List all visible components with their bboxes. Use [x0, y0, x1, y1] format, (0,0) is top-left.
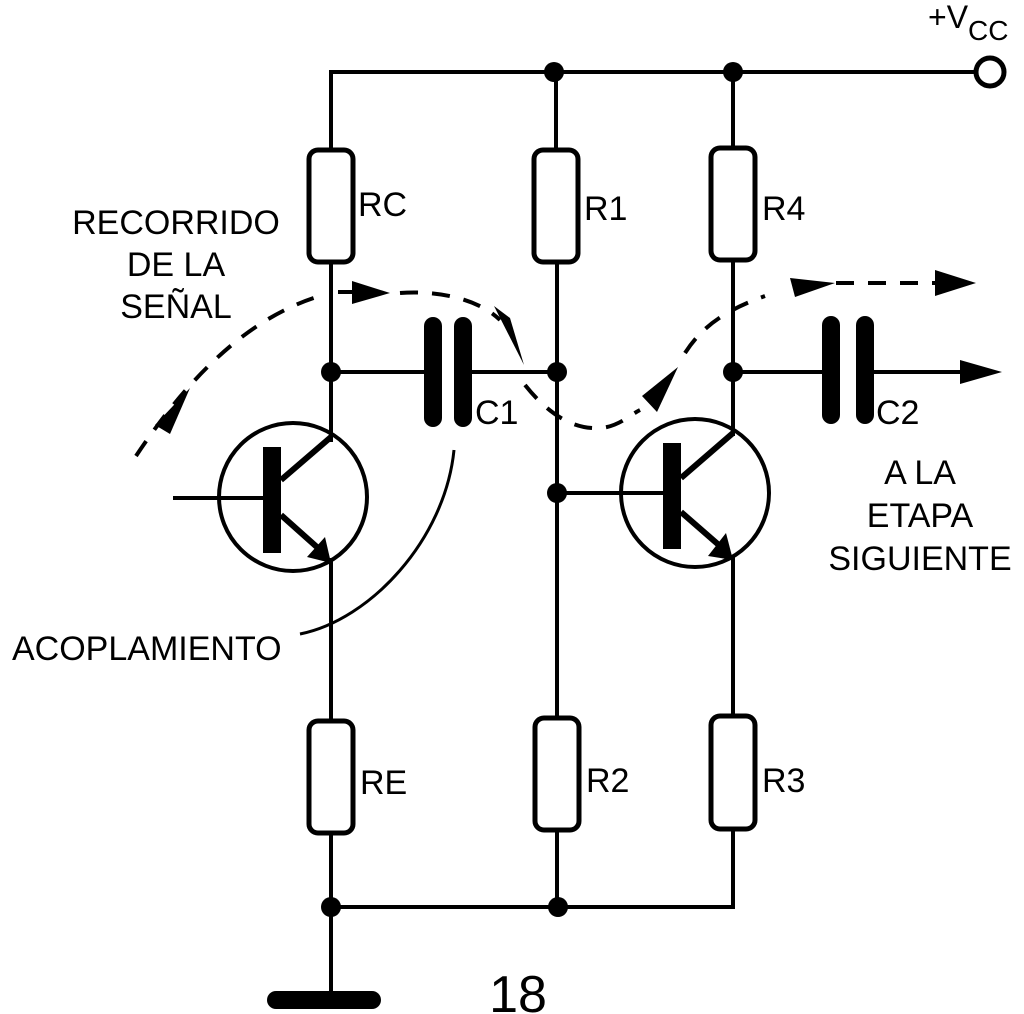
figure-number: 18: [489, 966, 547, 1014]
transistor-q2: [619, 417, 771, 569]
resistor-re: [306, 718, 356, 836]
svg-text:DE LA: DE LA: [127, 246, 226, 284]
transistor-q1: [173, 421, 369, 573]
resistor-r2: [532, 715, 582, 833]
coupling-pointer: [299, 449, 456, 636]
capacitor-c2: [822, 316, 874, 424]
junction-dot: [547, 362, 567, 382]
ground-icon: [267, 991, 381, 1009]
signal-arrow-icon: [352, 281, 390, 304]
resistor-rc: [306, 147, 356, 265]
svg-text:ETAPA: ETAPA: [867, 497, 974, 535]
signal-arrow-icon: [494, 306, 524, 365]
capacitor-c1: [424, 317, 472, 427]
resistor-r4-label: R4: [762, 190, 805, 228]
output-arrow-icon: [960, 360, 1002, 384]
vcc-label: +VCC: [928, 0, 1008, 46]
resistor-r2-label: R2: [586, 762, 629, 800]
capacitor-c1-label: C1: [475, 394, 518, 432]
signal-arrow-icon: [935, 270, 976, 296]
ground-rail: [329, 828, 735, 909]
resistor-re-label: RE: [360, 764, 407, 802]
supply-rail: [329, 70, 977, 152]
signal-path-label: RECORRIDO DE LA SEÑAL: [72, 204, 280, 326]
emitter-arrow-icon: [708, 533, 733, 560]
emitter-arrow-icon: [307, 537, 331, 563]
signal-arrow-icon: [790, 278, 835, 297]
signal-path: [134, 270, 976, 458]
resistor-r3: [708, 713, 758, 832]
svg-text:A LA: A LA: [884, 454, 956, 492]
vcc-terminal: [973, 55, 1007, 89]
signal-arrow-icon: [642, 367, 678, 412]
next-stage-label: A LA ETAPA SIGUIENTE: [828, 454, 1011, 578]
resistor-r3-label: R3: [762, 762, 805, 800]
capacitor-c2-label: C2: [876, 394, 919, 432]
coupling-label: ACOPLAMIENTO: [12, 630, 282, 668]
signal-arrow-icon: [155, 388, 190, 434]
resistor-r1-label: R1: [584, 190, 627, 228]
svg-text:SEÑAL: SEÑAL: [120, 288, 232, 326]
svg-text:SIGUIENTE: SIGUIENTE: [828, 540, 1011, 578]
resistor-rc-label: RC: [358, 186, 407, 224]
resistor-r4: [708, 145, 758, 263]
resistor-r1: [531, 147, 581, 265]
svg-text:RECORRIDO: RECORRIDO: [72, 204, 280, 242]
